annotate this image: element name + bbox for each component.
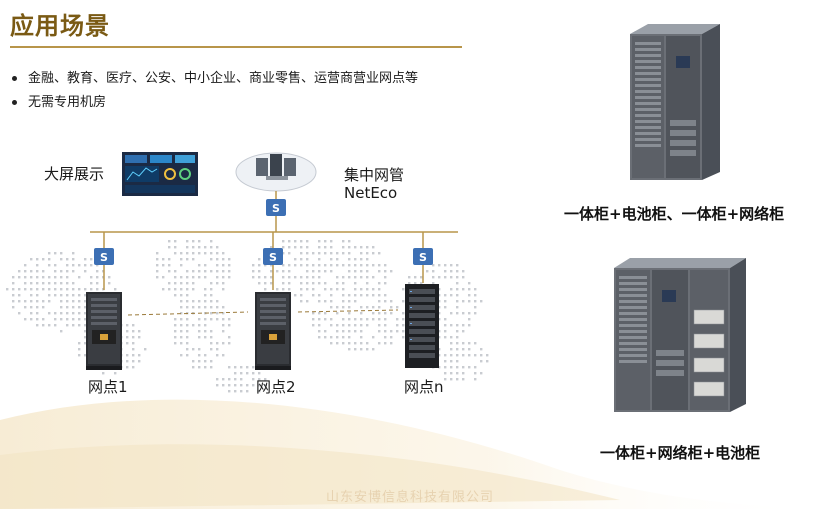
big-screen-icon	[122, 152, 198, 196]
site-cabinet-icon	[86, 292, 122, 370]
svg-text:S: S	[100, 251, 108, 264]
site-cabinet-icon	[255, 292, 291, 370]
site-label-2: 网点2	[256, 378, 296, 396]
company-watermark: 山东安博信息科技有限公司	[325, 490, 494, 505]
bullet-item-no-room: 无需专用机房	[10, 94, 468, 112]
svg-text:S: S	[269, 251, 277, 264]
nms-cloud-icon	[235, 152, 317, 192]
core-switch-icon: S	[266, 199, 286, 216]
site-switch-icon: S	[263, 248, 283, 265]
svg-text:S: S	[419, 251, 427, 264]
nms-name: NetEco	[344, 184, 398, 202]
site-switch-icon: S	[413, 248, 433, 265]
bullet-list: 金融、教育、医疗、公安、中小企业、商业零售、运营商营业网点等 无需专用机房	[10, 70, 468, 118]
nms-label: 集中网管	[344, 166, 405, 184]
svg-text:S: S	[272, 202, 280, 215]
site-switch-icon: S	[94, 248, 114, 265]
site-label-n: 网点n	[404, 378, 444, 396]
big-screen-label: 大屏展示	[44, 165, 105, 183]
product-option-2: 一体柜+网络柜+电池柜	[600, 444, 761, 462]
site-rack-icon	[405, 284, 439, 368]
bullet-item-industries: 金融、教育、医疗、公安、中小企业、商业零售、运营商营业网点等	[10, 70, 468, 88]
product-cabinet-pair-1	[630, 24, 720, 180]
site-label-1: 网点1	[88, 378, 128, 396]
product-option-1: 一体柜+电池柜、一体柜+网络柜	[564, 205, 785, 223]
product-cabinet-triple	[614, 258, 746, 412]
page-title: 应用场景	[10, 12, 110, 40]
title-underline	[10, 46, 462, 48]
